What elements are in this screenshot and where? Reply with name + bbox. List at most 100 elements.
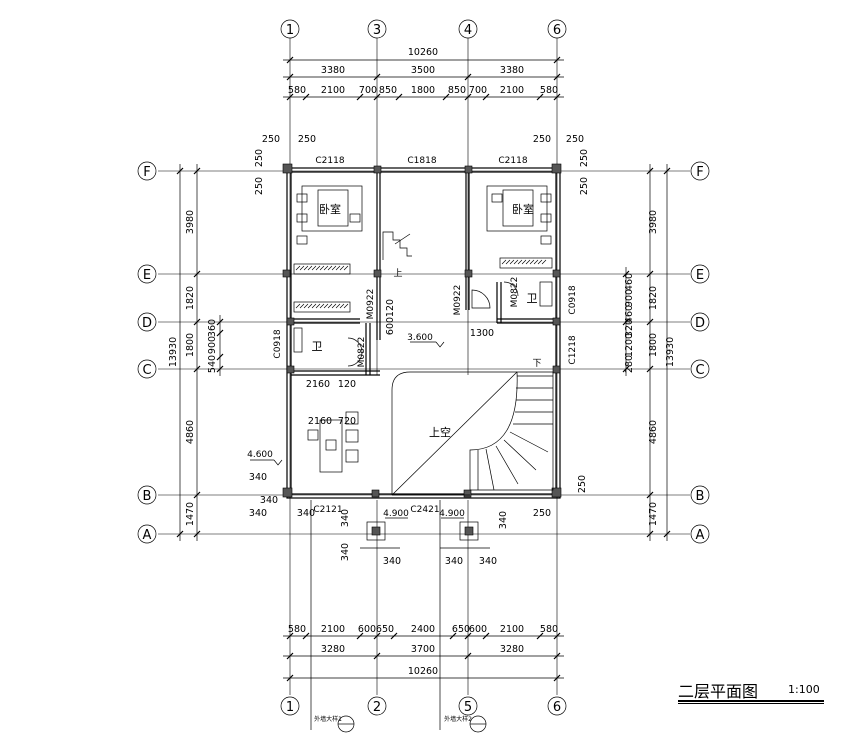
dim-misc-1: 250 — [262, 134, 280, 145]
dim-misc-19: 340 — [260, 495, 278, 506]
dim-top-small-7: 700 — [469, 85, 487, 96]
dim-left-mid-3: 1800 — [185, 333, 196, 357]
room-label-void: 上空 — [429, 425, 451, 439]
dim-misc-24: 340 — [383, 556, 401, 567]
structural-columns — [282, 163, 562, 498]
dim-misc-18: 340 — [249, 472, 267, 483]
dim-misc-13: 2160 — [306, 379, 330, 390]
exterior-walls — [286, 167, 561, 499]
dim-left-mid-1: 3980 — [185, 210, 196, 234]
window-label-c2118-left: C2118 — [315, 156, 344, 166]
room-label-bedroom-left: 卧室 — [319, 202, 341, 216]
dim-misc-3: 250 — [533, 134, 551, 145]
horizontal-axis-lines — [158, 170, 690, 535]
interior-walls — [291, 172, 556, 376]
dim-top-mid-1: 3380 — [321, 65, 345, 76]
dim-top-small-3: 700 — [359, 85, 377, 96]
window-label-c1818: C1818 — [407, 156, 436, 166]
dim-misc-26: 340 — [479, 556, 497, 567]
axis-label-left-E: E — [143, 268, 151, 283]
left-dimension-chains: 13930 3980 1820 1800 4860 1470 540 900 3… — [168, 164, 224, 541]
door-swings — [347, 281, 519, 367]
bathroom-right-fixtures — [293, 281, 553, 353]
detail-callouts: 外墙大样1 外墙大样2 — [310, 500, 487, 733]
dim-misc-7: 250 — [579, 149, 590, 167]
axis-label-right-B: B — [696, 489, 705, 504]
axis-bubbles-top: 1 3 4 6 — [280, 19, 567, 39]
opening-labels: C2118 C1818 C2118 C0918 C0918 C1218 C212… — [273, 156, 578, 515]
dim-top-small-2: 2100 — [321, 85, 345, 96]
dim-misc-16: 720 — [338, 416, 356, 427]
axis-label-left-D: D — [142, 316, 152, 331]
dim-bottom-small-3: 600 — [358, 624, 376, 635]
dim-left-small-3: 360 — [207, 319, 218, 337]
misc-dimensions: 250 250 250 250 250 250 250 250 250 250 … — [249, 134, 590, 567]
spiral-stair-icon — [469, 371, 554, 491]
dim-right-small-b2: 1200 — [624, 333, 635, 357]
dim-right-small-a1: 460 — [624, 273, 635, 291]
exterior-piers — [360, 521, 490, 549]
dim-right-mid-3: 1800 — [648, 333, 659, 357]
axis-label-left-A: A — [143, 528, 152, 543]
dim-misc-25: 340 — [445, 556, 463, 567]
dim-misc-23: 340 — [340, 543, 351, 561]
dim-bottom-mid-3: 3280 — [500, 644, 524, 655]
dim-left-outer: 13930 — [168, 337, 179, 367]
detail-callout-1-label: 外墙大样1 — [314, 715, 342, 723]
dim-misc-8: 250 — [579, 177, 590, 195]
dim-left-mid-2: 1820 — [185, 286, 196, 310]
window-label-c0918-left: C0918 — [273, 329, 283, 358]
door-label-m0922-left: M0922 — [366, 289, 376, 320]
dim-left-small-2: 900 — [207, 336, 218, 354]
dim-top-mid-3: 3380 — [500, 65, 524, 76]
axis-label-right-F: F — [696, 165, 703, 180]
stair-upper-icon — [382, 231, 412, 260]
dim-misc-20: 340 — [249, 508, 267, 519]
dim-misc-17: 1300 — [470, 328, 494, 339]
elevation-3600: 3.600 — [407, 333, 433, 343]
dim-top-small-1: 580 — [288, 85, 306, 96]
dim-misc-2: 250 — [298, 134, 316, 145]
axis-label-top-3: 3 — [373, 23, 381, 38]
axis-label-right-A: A — [696, 528, 705, 543]
dim-misc-27: 340 — [498, 511, 509, 529]
dim-bottom-small-6: 650 — [452, 624, 470, 635]
dim-top-small-4: 850 — [379, 85, 397, 96]
dim-left-mid-5: 1470 — [185, 502, 196, 526]
dim-misc-14: 120 — [338, 379, 356, 390]
room-label-bath-right: 卫 — [527, 292, 538, 305]
dim-right-small-b1: 320 — [624, 319, 635, 337]
axis-label-right-C: C — [695, 363, 704, 378]
drawing-title-block: 二层平面图 1:100 — [678, 678, 828, 701]
dim-misc-11: 600 — [385, 317, 396, 335]
bed-right-icon — [486, 185, 552, 245]
axis-label-bottom-6: 6 — [553, 700, 561, 715]
stair-down-label: 下 — [532, 359, 541, 369]
dim-misc-10: 250 — [577, 475, 588, 493]
dim-misc-21: 340 — [297, 508, 315, 519]
dim-bottom-mid-1: 3280 — [321, 644, 345, 655]
window-label-c0918-right: C0918 — [568, 285, 578, 314]
dim-bottom-small-8: 2100 — [500, 624, 524, 635]
elevation-4900-right: 4.900 — [439, 509, 465, 519]
drawing-title: 二层平面图 — [678, 682, 759, 701]
elevation-marks: 3.600 4.600 4.900 4.900 — [247, 333, 465, 519]
axis-label-right-D: D — [695, 316, 705, 331]
title-underline-thick — [678, 700, 824, 702]
window-label-c2118-right: C2118 — [498, 156, 527, 166]
title-underline-thin — [678, 703, 824, 704]
dim-top-small-5: 1800 — [411, 85, 435, 96]
void-area — [391, 371, 518, 496]
dim-left-small-1: 540 — [207, 355, 218, 373]
window-label-c2121: C2121 — [313, 505, 342, 515]
window-label-c2421: C2421 — [410, 505, 439, 515]
dim-top-small-6: 850 — [448, 85, 466, 96]
dim-bottom-small-5: 2400 — [411, 624, 435, 635]
top-dimension-chains: 10260 3380 3500 3380 580 2100 700 850 18… — [283, 47, 564, 101]
dim-bottom-small-7: 600 — [469, 624, 487, 635]
dim-bottom-small-9: 580 — [540, 624, 558, 635]
axis-label-bottom-1: 1 — [286, 700, 294, 715]
dim-right-mid-4: 4860 — [648, 420, 659, 444]
dim-right-small-b3: 280 — [624, 355, 635, 373]
